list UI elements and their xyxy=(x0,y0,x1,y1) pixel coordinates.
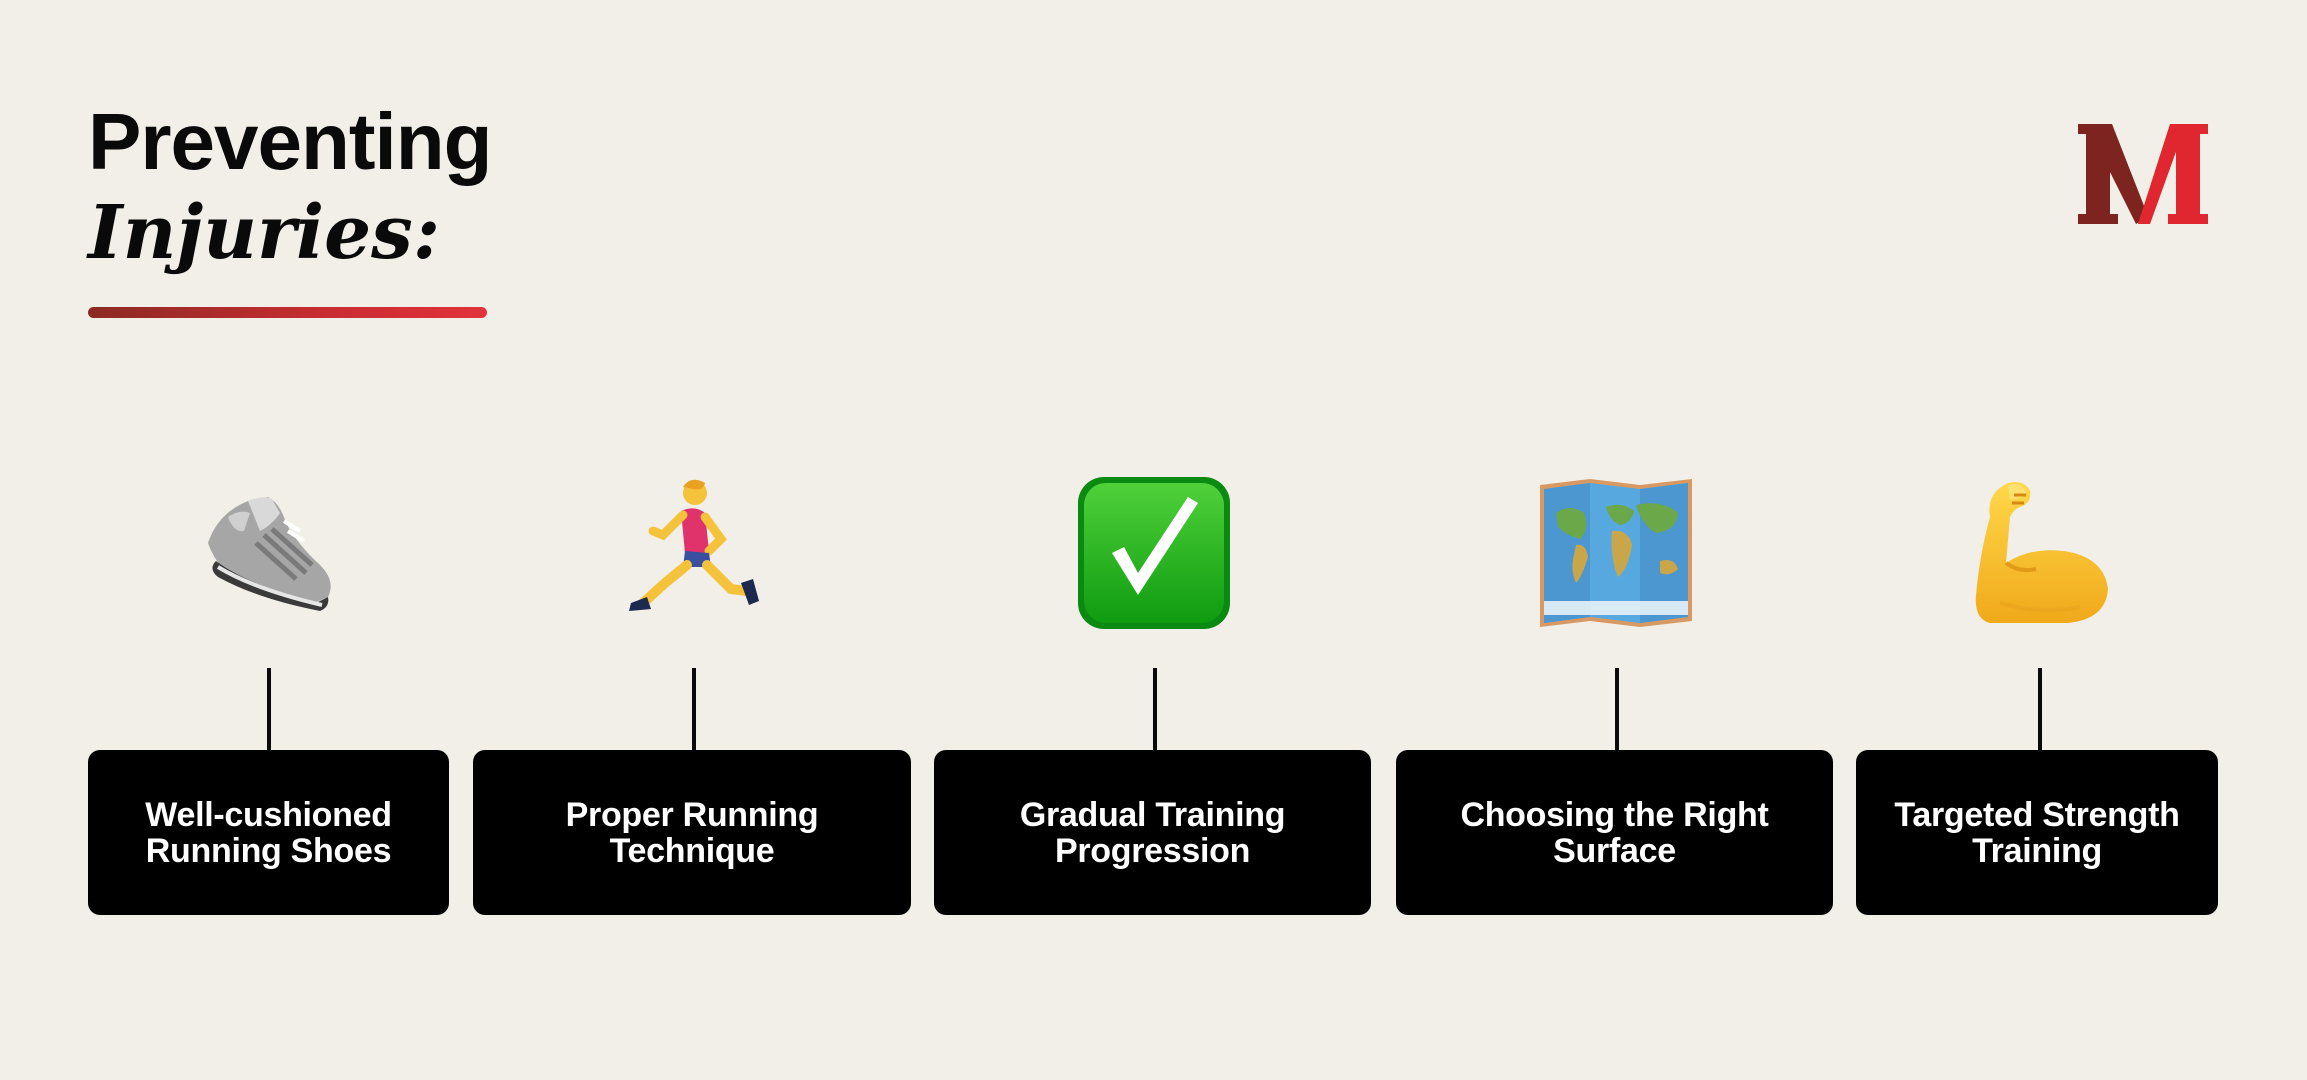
card-3: Gradual Training Progression xyxy=(934,750,1371,915)
card-3-label: Gradual Training Progression xyxy=(1019,795,1286,870)
card-4-label: Choosing the Right Surface xyxy=(1460,795,1769,870)
connector-1 xyxy=(267,668,271,752)
title-line-2: Injuries: xyxy=(88,190,441,276)
connector-5 xyxy=(2038,668,2042,752)
title-block: Preventing Injuries: xyxy=(88,96,508,278)
title-line-1: Preventing xyxy=(88,97,492,186)
check-mark-button-icon xyxy=(1078,477,1230,629)
m-logo xyxy=(2078,124,2208,224)
card-5-label: Targeted Strength Training xyxy=(1894,795,2180,870)
connector-3 xyxy=(1153,668,1157,752)
world-map-icon xyxy=(1540,479,1692,627)
connector-4 xyxy=(1615,668,1619,752)
card-1-label: Well-cushioned Running Shoes xyxy=(145,795,392,870)
card-2-label: Proper Running Technique xyxy=(565,795,819,870)
card-4: Choosing the Right Surface xyxy=(1396,750,1833,915)
person-running-icon xyxy=(629,479,759,611)
connector-2 xyxy=(692,668,696,752)
card-5: Targeted Strength Training xyxy=(1856,750,2218,915)
title-underline xyxy=(88,307,487,318)
card-2: Proper Running Technique xyxy=(473,750,911,915)
card-1: Well-cushioned Running Shoes xyxy=(88,750,449,915)
running-shoe-icon xyxy=(208,497,331,611)
flexed-biceps-icon xyxy=(1975,482,2108,623)
